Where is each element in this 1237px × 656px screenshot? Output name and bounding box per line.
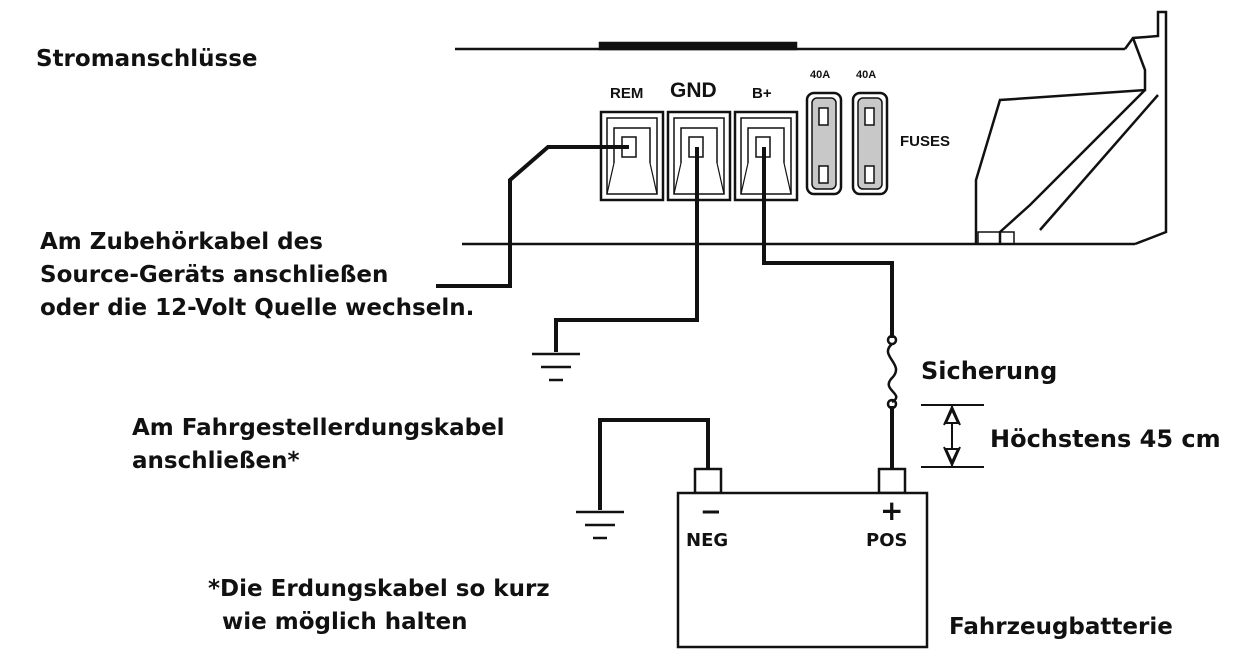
housing-end-cap-outer [1123,10,1168,246]
neg-label: NEG [686,530,729,551]
ground-note: *Die Erdungskabel so kurz wie möglich ha… [208,573,550,639]
page-title: Stromanschlüsse [36,46,258,72]
terminal-rem [599,110,665,202]
ground-symbols [532,352,624,540]
bplus-wire [762,147,894,338]
vehicle-battery [676,467,929,649]
inline-fuse [886,334,898,410]
terminal-gnd-label: GND [670,79,717,102]
gnd-wire [554,147,699,352]
chassis-instruction: Am Fahrgestellerdungskabel anschließen* [132,412,505,478]
accessory-line-3: oder die 12-Volt Quelle wechseln. [40,295,475,321]
housing-end-ridge [998,89,1146,244]
max-distance-label: Höchstens 45 cm [990,425,1221,453]
amplifier-housing [455,10,1168,246]
terminal-bplus-label: B+ [752,85,772,102]
fuses-label: FUSES [900,133,951,150]
amp-fuses [805,91,889,196]
pos-symbol: + [880,494,904,527]
fuse-label: Sicherung [921,357,1058,385]
battery-neg-post [693,467,723,495]
note-line-1: *Die Erdungskabel so kurz [208,576,550,602]
housing-end-ridge-2 [1039,94,1159,231]
accessory-line-2: Source-Geräts anschließen [40,262,389,288]
chassis-ground-icon [576,510,624,540]
remote-wire [436,145,629,288]
housing-top-tab [598,41,798,51]
fuse-1-rating: 40A [810,69,831,81]
housing-end-slot [977,231,1015,245]
note-line-2: wie möglich halten [222,609,468,635]
terminal-rem-label: REM [610,85,644,102]
accessory-instruction: Am Zubehörkabel des Source-Geräts anschl… [40,226,474,325]
pos-label: POS [866,530,908,551]
wires [436,145,894,510]
chassis-wire [598,418,710,510]
gnd-ground-icon [532,352,580,382]
distance-indicator [921,404,984,468]
terminal-block [599,110,799,202]
battery-body [676,491,929,649]
chassis-line-2: anschließen* [132,448,300,474]
battery-pos-post [877,467,907,495]
neg-symbol: − [700,497,722,527]
housing-end-cap-inner [974,37,1147,244]
fuse-2-rating: 40A [856,69,877,81]
chassis-line-1: Am Fahrgestellerdungskabel [132,415,505,441]
battery-label: Fahrzeugbatterie [949,614,1173,640]
accessory-line-1: Am Zubehörkabel des [40,229,323,255]
